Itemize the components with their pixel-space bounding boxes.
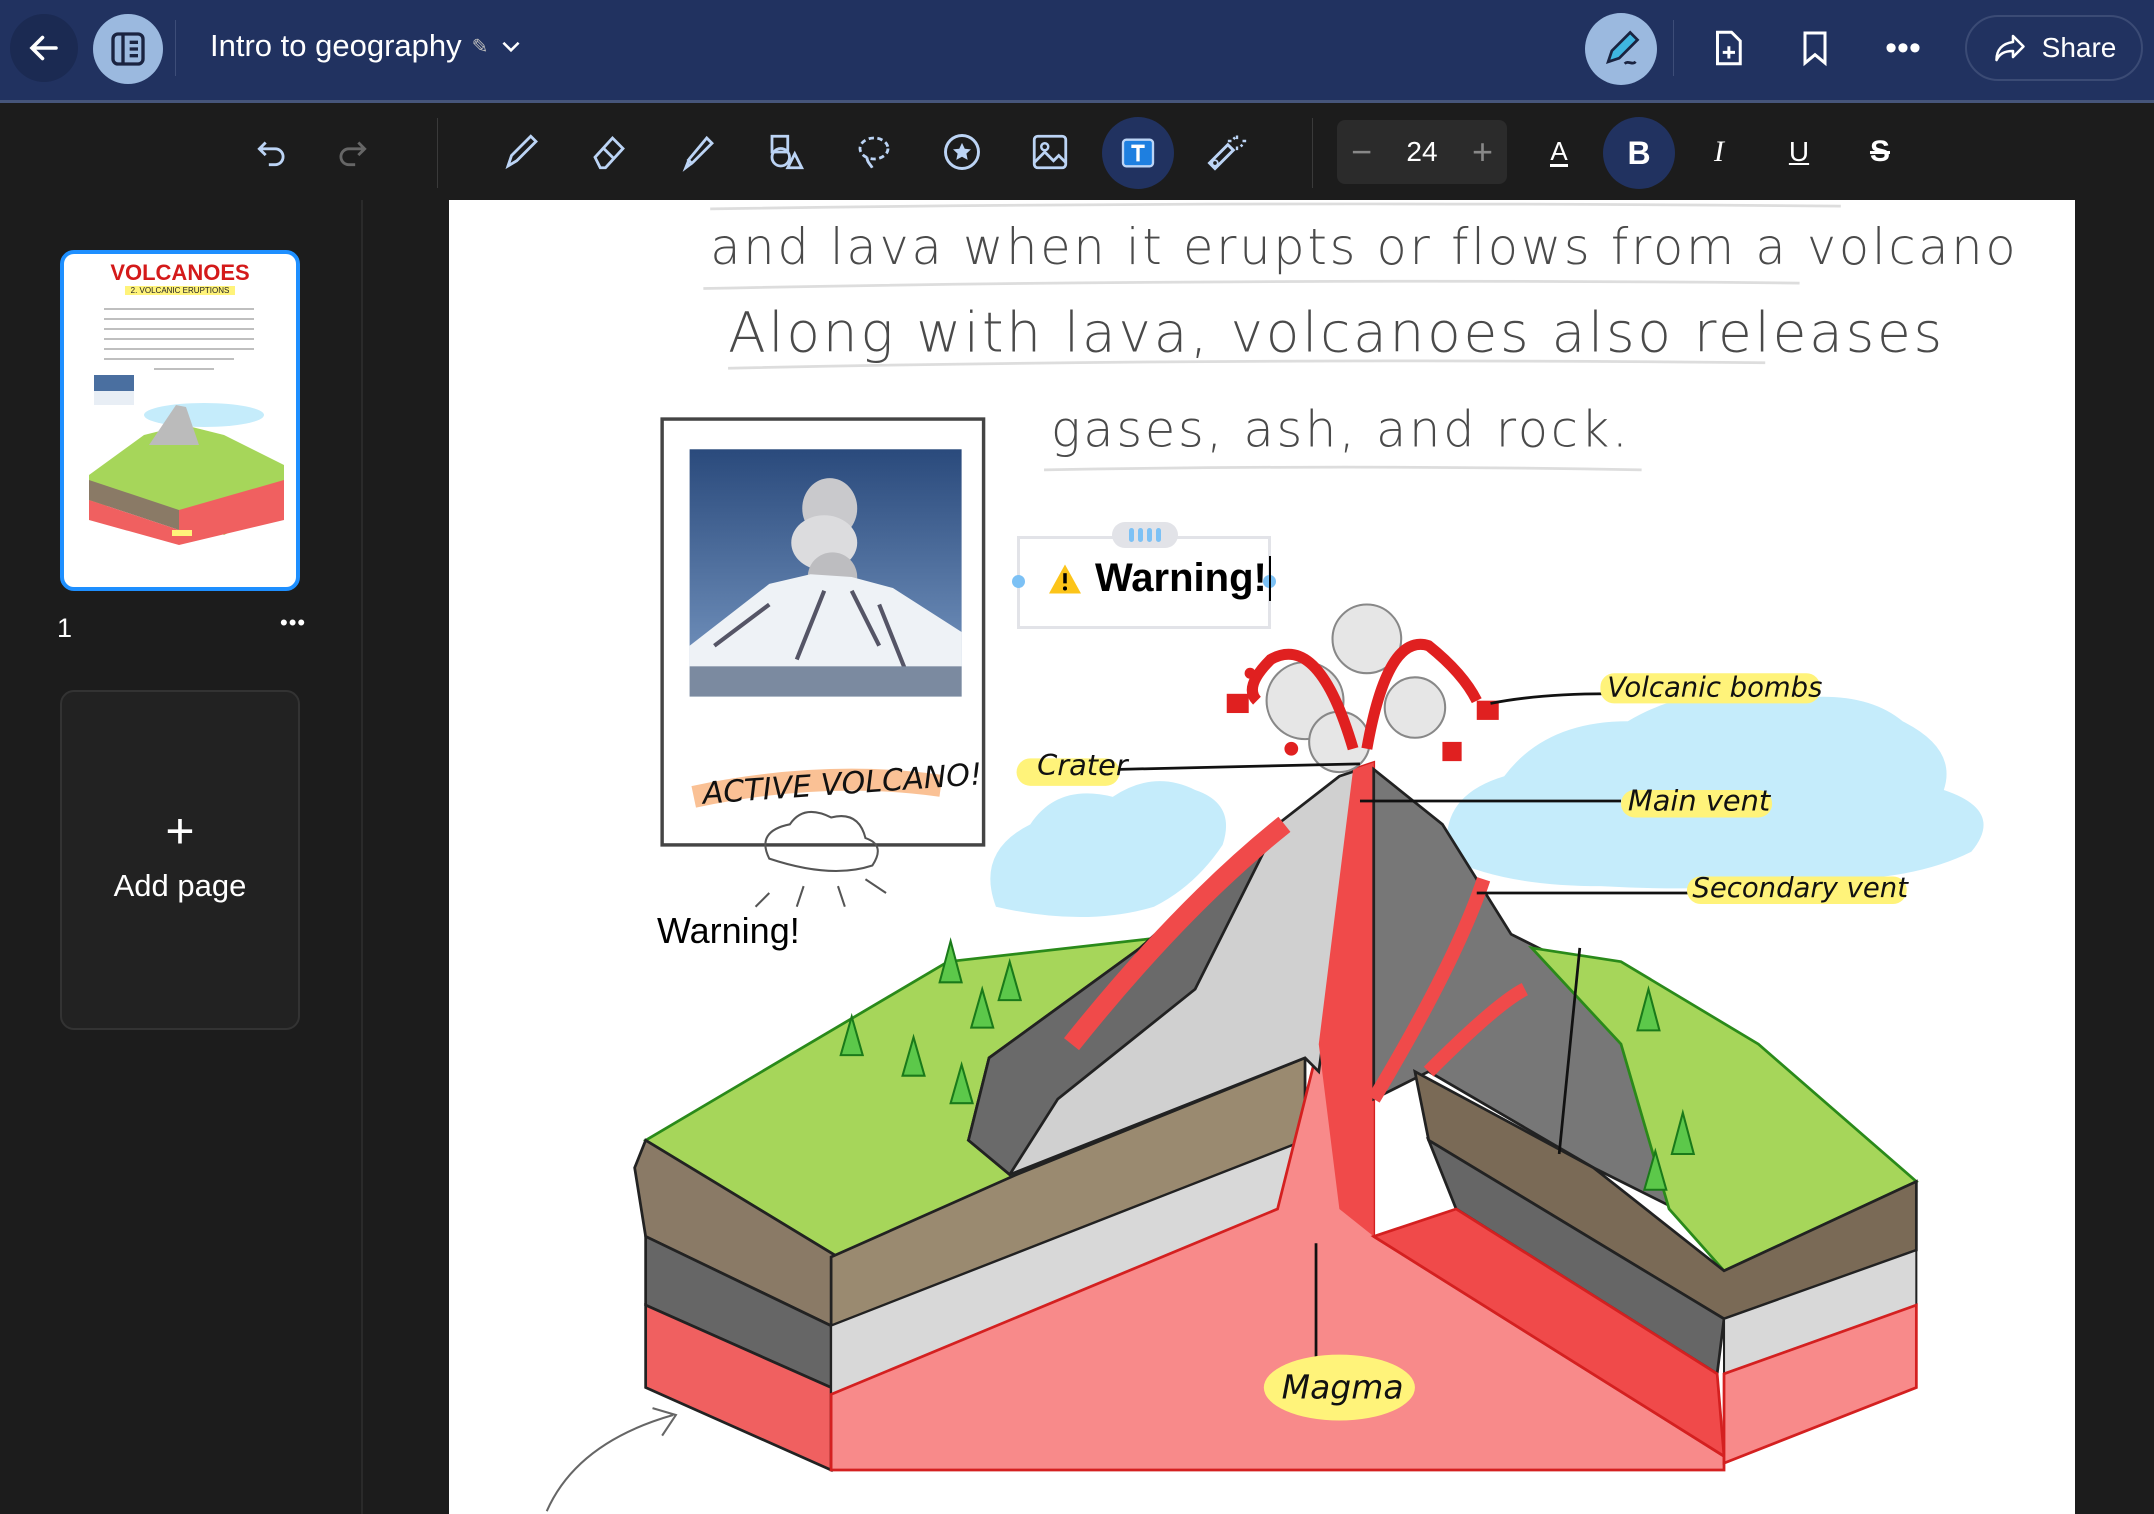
note-page[interactable] [449, 200, 2075, 1514]
divider [1312, 118, 1313, 188]
warning-plain-text[interactable]: Warning! [657, 910, 800, 951]
bold-button[interactable]: B [1603, 117, 1675, 189]
divider [1673, 20, 1674, 76]
eraser-icon [593, 135, 625, 170]
share-button[interactable]: Share [1965, 15, 2143, 81]
underline-button[interactable]: U [1772, 125, 1826, 179]
tool-highlighter[interactable] [671, 125, 725, 179]
increase-size-button[interactable]: + [1471, 131, 1493, 172]
redo-icon [339, 141, 367, 167]
more-icon: ••• [280, 610, 307, 635]
share-label: Share [2041, 32, 2117, 63]
page-thumbnail-1[interactable]: VOLCANOES 2. VOLCANIC ERUPTIONS [60, 250, 300, 591]
back-button[interactable] [10, 14, 78, 82]
tool-image[interactable] [1023, 125, 1077, 179]
italic-button[interactable]: I [1692, 125, 1746, 179]
text-color-icon: A [1550, 135, 1568, 167]
bookmark-button[interactable] [1787, 20, 1843, 76]
thumbnail-subtitle: 2. VOLCANIC ERUPTIONS [125, 286, 235, 295]
bookmark-icon [1803, 31, 1827, 67]
underline-icon: U [1788, 136, 1810, 167]
undo-button[interactable] [245, 125, 299, 179]
image-icon [1032, 134, 1068, 170]
undo-icon [257, 141, 285, 167]
sidebar-toggle-icon [111, 32, 145, 66]
text-icon [1121, 138, 1155, 168]
sidebar-toggle-button[interactable] [93, 14, 163, 84]
font-size-value[interactable]: 24 [1406, 136, 1438, 167]
toolbar: − 24 + A B I U S [0, 103, 2154, 200]
highlighter-icon [682, 135, 714, 172]
decrease-size-button[interactable]: − [1351, 131, 1373, 172]
bold-icon: B [1627, 134, 1651, 171]
pen-mode-button[interactable] [1585, 13, 1657, 85]
text-box-selected[interactable] [1012, 522, 1276, 629]
more-icon: ••• [1885, 28, 1921, 67]
warning-text[interactable]: Warning! [1047, 556, 1271, 601]
warning-label: Warning! [1095, 556, 1271, 601]
add-page-icon [1716, 30, 1742, 66]
pen-mode-icon [1605, 30, 1640, 65]
resize-handle-left[interactable] [1012, 575, 1025, 588]
drag-handle[interactable] [1112, 522, 1178, 548]
sticker-icon [944, 134, 980, 170]
chevron-down-icon[interactable] [498, 33, 524, 59]
redo-button[interactable] [325, 125, 379, 179]
share-icon [1994, 34, 2025, 62]
tool-shapes[interactable] [759, 125, 813, 179]
tool-laser-pointer[interactable] [1199, 125, 1253, 179]
tool-pen[interactable] [495, 125, 549, 179]
divider [175, 20, 176, 76]
page-number: 1 [57, 613, 73, 643]
header: Intro to geography ✎ ••• Share [0, 0, 2154, 103]
pen-icon [505, 134, 538, 170]
strikethrough-icon: S [1869, 135, 1890, 168]
add-page-card[interactable]: + Add page [60, 690, 300, 1030]
add-page-button[interactable] [1700, 20, 1756, 76]
tool-sticker[interactable] [935, 125, 989, 179]
document-title[interactable]: Intro to geography ✎ [210, 28, 524, 64]
thumbnail-preview [89, 308, 284, 545]
strikethrough-button[interactable]: S [1853, 125, 1907, 179]
tool-eraser[interactable] [582, 125, 636, 179]
laser-pointer-icon [1207, 135, 1247, 171]
plus-icon: + [165, 803, 195, 859]
tool-lasso[interactable] [847, 125, 901, 179]
divider [437, 118, 438, 188]
back-arrow-icon [29, 35, 58, 61]
italic-icon: I [1714, 135, 1724, 168]
lasso-icon [858, 136, 890, 169]
page-options-button[interactable]: ••• [280, 610, 306, 636]
pencil-icon: ✎ [471, 35, 489, 58]
warning-icon [1049, 563, 1081, 594]
title-text: Intro to geography [210, 28, 462, 63]
text-color-button[interactable]: A [1532, 125, 1586, 179]
thumbnail-title: VOLCANOES [110, 260, 250, 285]
tool-text[interactable] [1102, 117, 1174, 189]
more-button[interactable]: ••• [1875, 20, 1931, 76]
font-size-stepper[interactable]: − 24 + [1337, 120, 1507, 184]
shapes-icon [770, 134, 805, 170]
add-page-label: Add page [113, 868, 247, 903]
